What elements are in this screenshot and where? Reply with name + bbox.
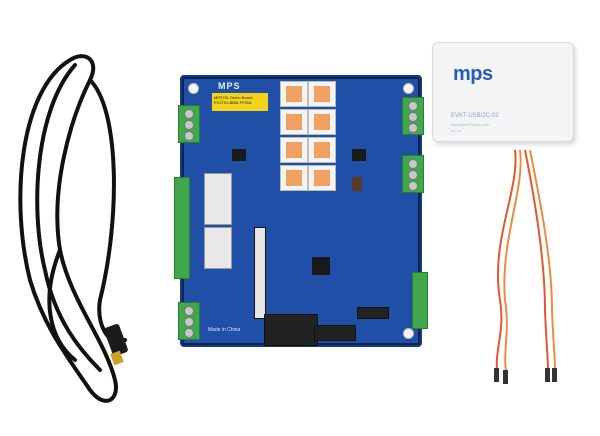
demo-board: MPS MP2791 Demo Board EV2791-BBM-FF00A M… — [174, 75, 428, 347]
board-brand: MPS — [218, 81, 241, 91]
side-connector — [174, 177, 190, 279]
adapter-url: MonolithicPower.com — [451, 122, 489, 127]
adapter-model: EVKT-USBI2C-02 — [451, 113, 499, 119]
board-label-line2: EV2791-BBM-FF00A — [214, 100, 252, 105]
terminal-block — [178, 105, 200, 143]
mounting-hole — [403, 328, 414, 339]
usb-cable — [18, 54, 128, 403]
pin-header — [314, 325, 356, 341]
terminal-block — [402, 155, 424, 193]
dip-switch — [204, 173, 232, 225]
jumper-header — [357, 307, 389, 319]
mounting-hole — [403, 83, 414, 94]
made-in-label: Made in China — [208, 327, 241, 333]
main-ic — [312, 257, 330, 275]
adapter-rev: Rev 3.0 — [451, 129, 462, 133]
terminal-block — [178, 302, 200, 340]
side-connector — [412, 272, 428, 329]
pin-labels — [254, 227, 266, 319]
mounting-hole — [188, 83, 199, 94]
board-label-line1: MP2791 Demo Board — [214, 95, 253, 100]
dip-switch — [204, 227, 232, 269]
board-label: MP2791 Demo Board EV2791-BBM-FF00A — [212, 93, 268, 111]
terminal-block — [402, 97, 424, 135]
adapter-brand: MPS — [453, 63, 493, 85]
usb-i2c-adapter: MPS EVKT-USBI2C-02 MonolithicPower.com R… — [432, 42, 574, 142]
